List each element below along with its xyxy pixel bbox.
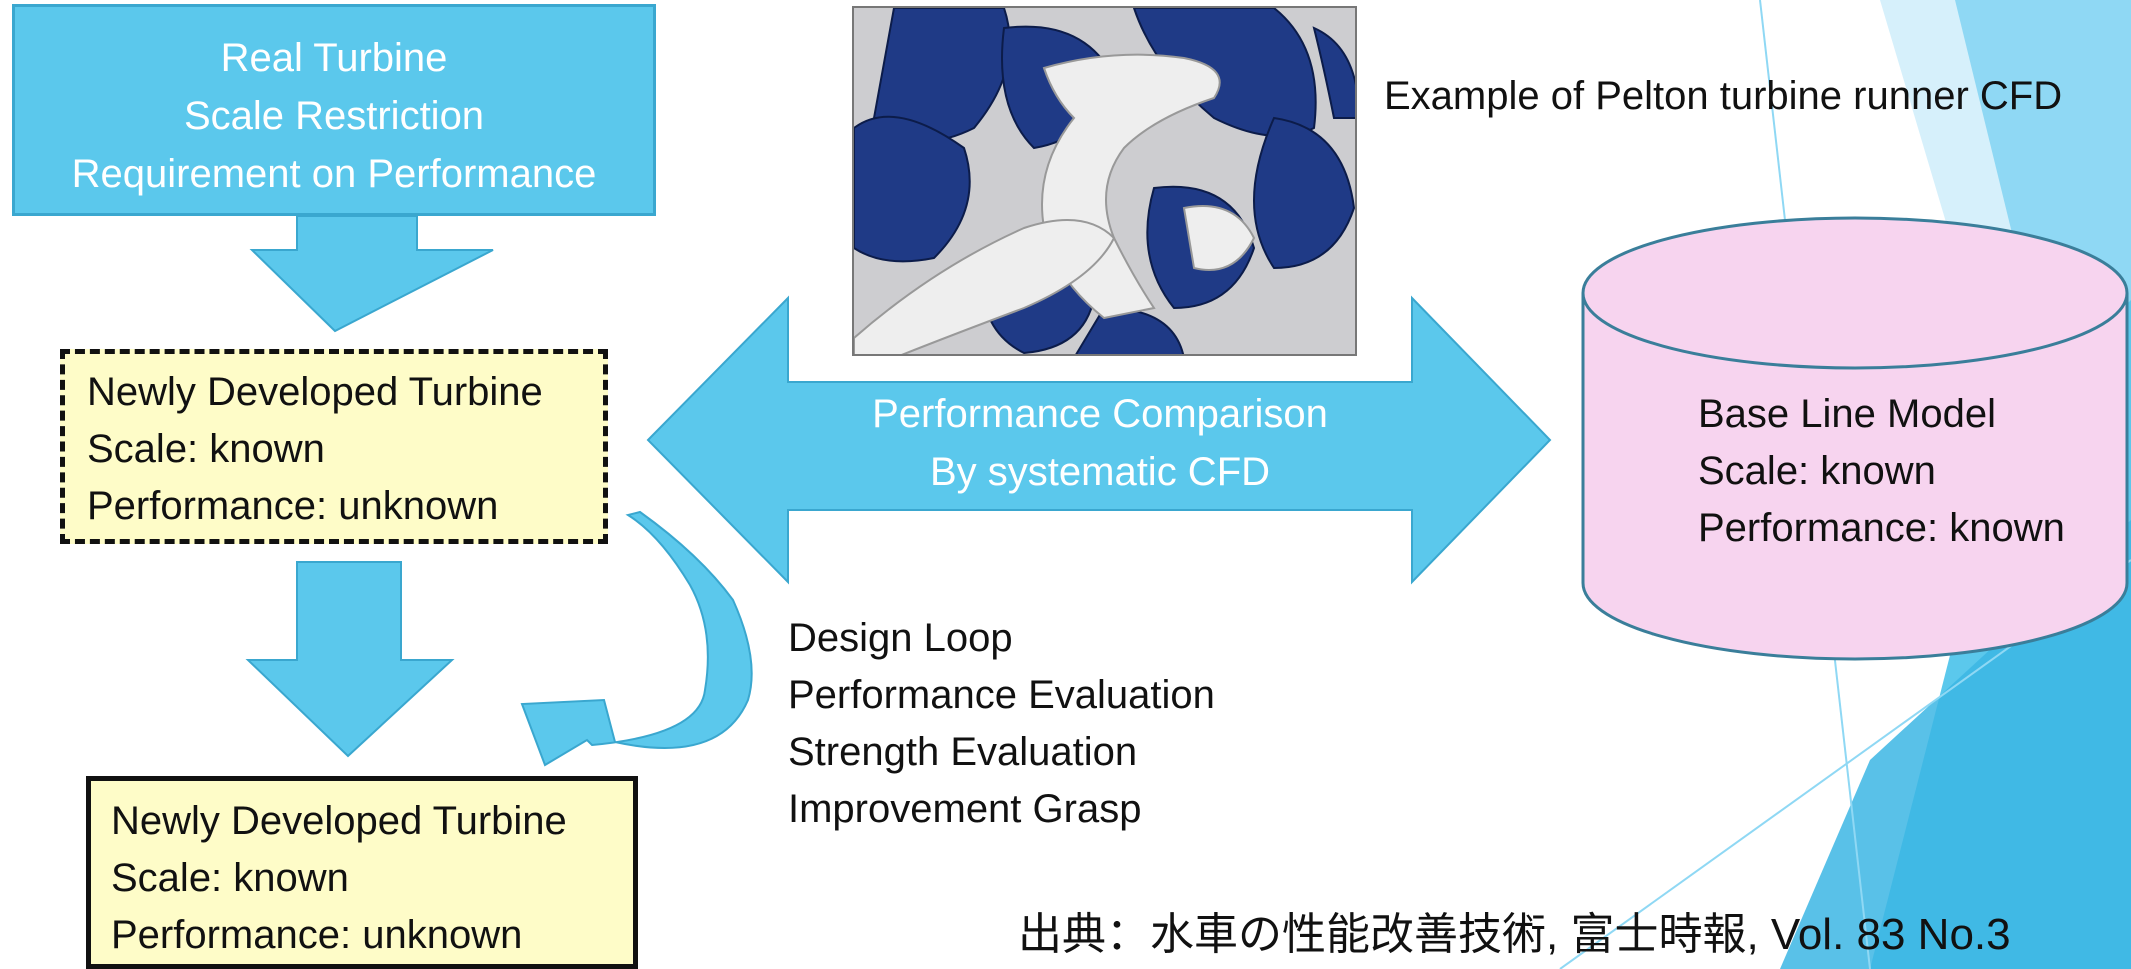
scale-line: Scale: known [87, 427, 325, 471]
baseline-scale-line: Scale: known [1698, 449, 1936, 493]
pelton-runner-illustration [854, 8, 1355, 354]
performance-line: Performance: unknown [87, 484, 499, 528]
turbine-name-line: Newly Developed Turbine [111, 799, 567, 843]
design-loop-list: Design Loop Performance Evaluation Stren… [788, 610, 1215, 838]
down-arrow-bottom [245, 561, 455, 758]
turbine-name-line: Newly Developed Turbine [87, 370, 543, 414]
newly-developed-turbine-box-dashed: Newly Developed Turbine Scale: known Per… [60, 349, 608, 544]
scale-restriction-line: Scale Restriction [183, 94, 485, 138]
scale-line: Scale: known [111, 856, 349, 900]
requirement-line: Requirement on Performance [71, 152, 597, 196]
source-citation: 出典：水車の性能改善技術, 富士時報, Vol. 83 No.3 [1018, 910, 2011, 959]
down-arrow-top [249, 215, 494, 333]
newly-developed-turbine-box-solid: Newly Developed Turbine Scale: known Per… [86, 776, 638, 969]
performance-line: Performance: unknown [111, 913, 523, 957]
baseline-model-label: Base Line Model Scale: known Performance… [1698, 386, 2065, 557]
design-loop-line: Design Loop [788, 616, 1013, 660]
baseline-cylinder-top [1581, 216, 2129, 370]
improvement-grasp-line: Improvement Grasp [788, 787, 1142, 831]
cfd-caption: Example of Pelton turbine runner CFD [1384, 74, 2063, 118]
baseline-name-line: Base Line Model [1698, 392, 1996, 436]
strength-evaluation-line: Strength Evaluation [788, 730, 1138, 774]
performance-evaluation-line: Performance Evaluation [788, 673, 1215, 717]
systematic-cfd-line: By systematic CFD [929, 450, 1271, 494]
comparison-line: Performance Comparison [872, 392, 1328, 436]
real-turbine-line: Real Turbine [220, 36, 448, 80]
baseline-cylinder-body [1581, 293, 2129, 661]
baseline-performance-line: Performance: known [1698, 506, 2065, 550]
comparison-double-arrow [646, 295, 1552, 585]
comparison-arrow-label: Performance Comparison By systematic CFD [800, 385, 1400, 501]
design-loop-arrow [520, 510, 753, 767]
pelton-runner-cfd-image [852, 6, 1357, 356]
real-turbine-box: Real Turbine Scale Restriction Requireme… [12, 4, 656, 216]
